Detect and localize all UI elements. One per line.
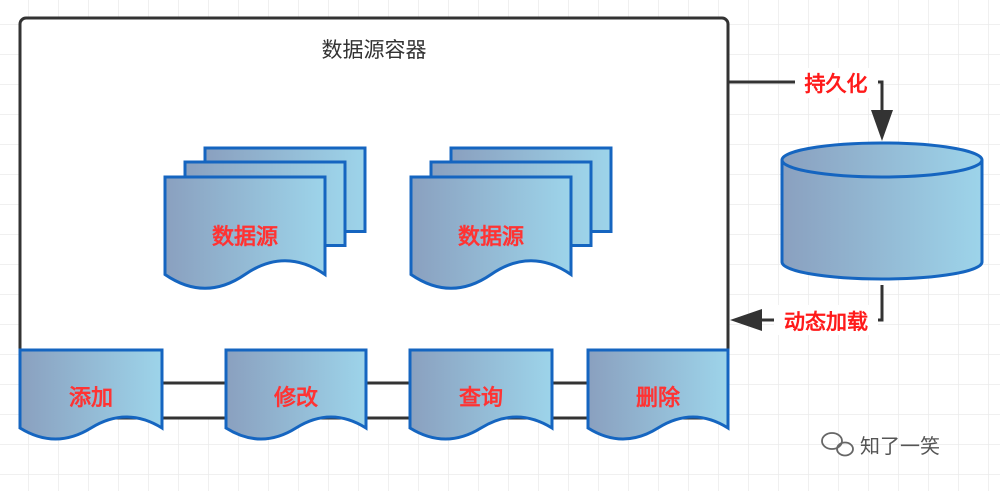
database-cylinder[interactable]: [780, 141, 984, 281]
load-arrow: 动态加载: [730, 285, 884, 335]
operation-label: 查询: [459, 385, 503, 411]
datasource-page: [163, 175, 327, 290]
operation-3[interactable]: 删除: [586, 348, 730, 441]
operation-2[interactable]: 查询: [408, 348, 554, 441]
datasource-stack[interactable]: 数据源: [163, 146, 367, 290]
datasource-container[interactable]: [18, 16, 730, 420]
operation-label: 添加: [69, 386, 113, 411]
operation-shape: [586, 348, 730, 441]
load-label: 动态加载: [784, 310, 868, 334]
container-title: 数据源容器: [322, 38, 427, 62]
watermark: 知了一笑: [821, 432, 940, 458]
operation-shape: [18, 348, 164, 441]
datasource-stack[interactable]: 数据源: [409, 146, 613, 290]
operation-label: 删除: [636, 385, 681, 411]
operation-label: 修改: [273, 385, 319, 411]
operation-shape: [408, 348, 554, 441]
operation-1[interactable]: 修改: [224, 348, 368, 441]
watermark-text: 知了一笑: [860, 434, 940, 458]
datasource-label: 数据源: [458, 224, 524, 250]
datasource-page: [409, 175, 573, 290]
operation-shape: [224, 348, 368, 441]
operation-0[interactable]: 添加: [18, 348, 164, 441]
datasource-label: 数据源: [212, 224, 278, 250]
wechat-icon: [821, 432, 854, 457]
persist-label: 持久化: [805, 72, 868, 96]
persist-arrow: 持久化: [728, 68, 893, 141]
